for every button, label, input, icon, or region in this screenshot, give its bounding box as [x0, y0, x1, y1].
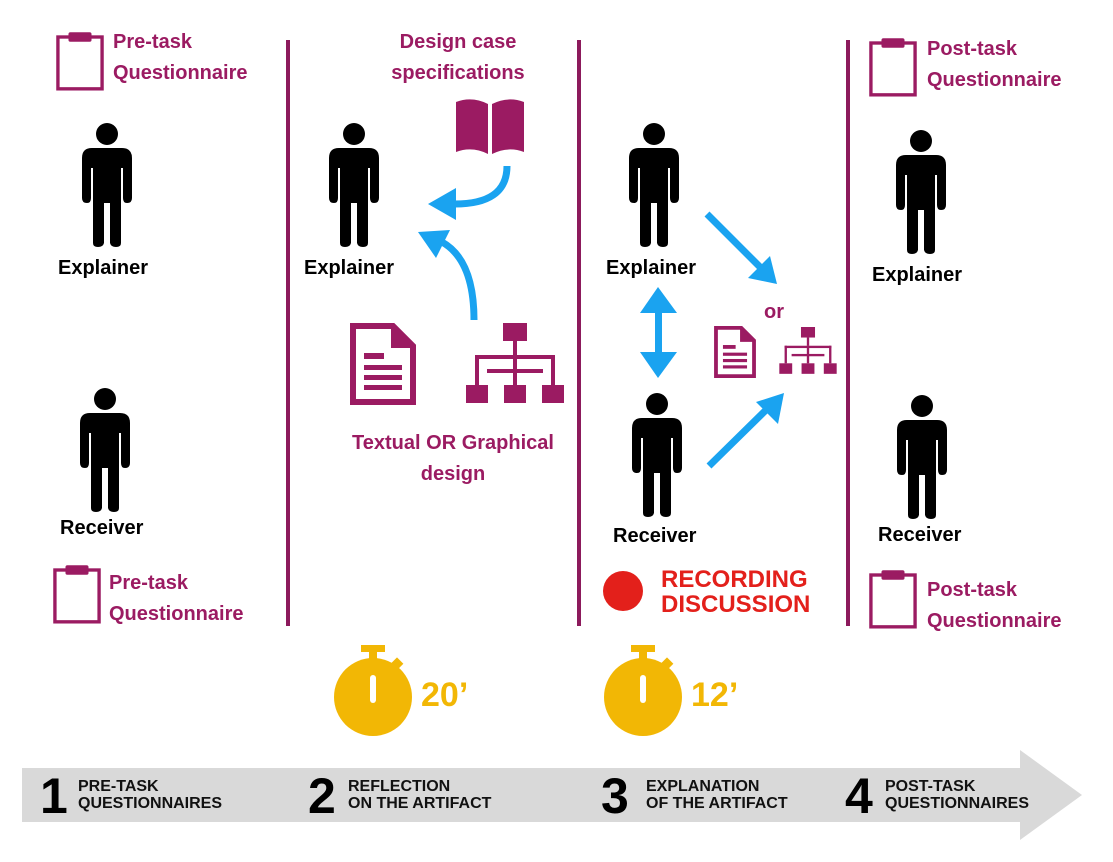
phase-divider-1: [286, 40, 290, 626]
explainer-label: Explainer: [872, 264, 963, 286]
design-case-specifications-label: Design case specifications: [391, 31, 525, 84]
post-task-questionnaire-label-top: Post-task Questionnaire: [927, 38, 1062, 91]
pre-task-questionnaire-label-top: Pre-task Questionnaire: [113, 31, 248, 84]
receiver-label: Receiver: [60, 517, 144, 539]
book-icon: [456, 99, 524, 154]
step-4-label: POST-TASK QUESTIONNAIRES: [885, 778, 1030, 812]
step-1-number: 1: [40, 768, 68, 824]
step-2-number: 2: [308, 768, 336, 824]
pre-task-questionnaire-label-bottom: Pre-task Questionnaire: [109, 572, 244, 625]
recording-discussion-label: RECORDING DISCUSSION: [661, 566, 811, 618]
step-3-number: 3: [601, 768, 629, 824]
step-4-number: 4: [845, 768, 873, 824]
phase-divider-2: [577, 40, 581, 626]
textual-or-graphical-design-label: Textual OR Graphical design: [352, 432, 554, 485]
step-2-label: REFLECTION ON THE ARTIFACT: [348, 778, 492, 812]
or-label: or: [764, 301, 784, 323]
phase-divider-3: [846, 40, 850, 626]
explainer-label: Explainer: [606, 257, 697, 279]
timer-20-label: 20’: [421, 676, 469, 714]
post-task-questionnaire-label-bottom: Post-task Questionnaire: [927, 579, 1062, 632]
receiver-label: Receiver: [613, 525, 697, 547]
step-3-label: EXPLANATION OF THE ARTIFACT: [646, 778, 788, 812]
explainer-label: Explainer: [304, 257, 395, 279]
explainer-label: Explainer: [58, 257, 149, 279]
receiver-label: Receiver: [878, 524, 962, 546]
step-1-label: PRE-TASK QUESTIONNAIRES: [78, 778, 223, 812]
record-dot-icon: [603, 571, 643, 611]
timer-12-label: 12’: [691, 676, 739, 714]
